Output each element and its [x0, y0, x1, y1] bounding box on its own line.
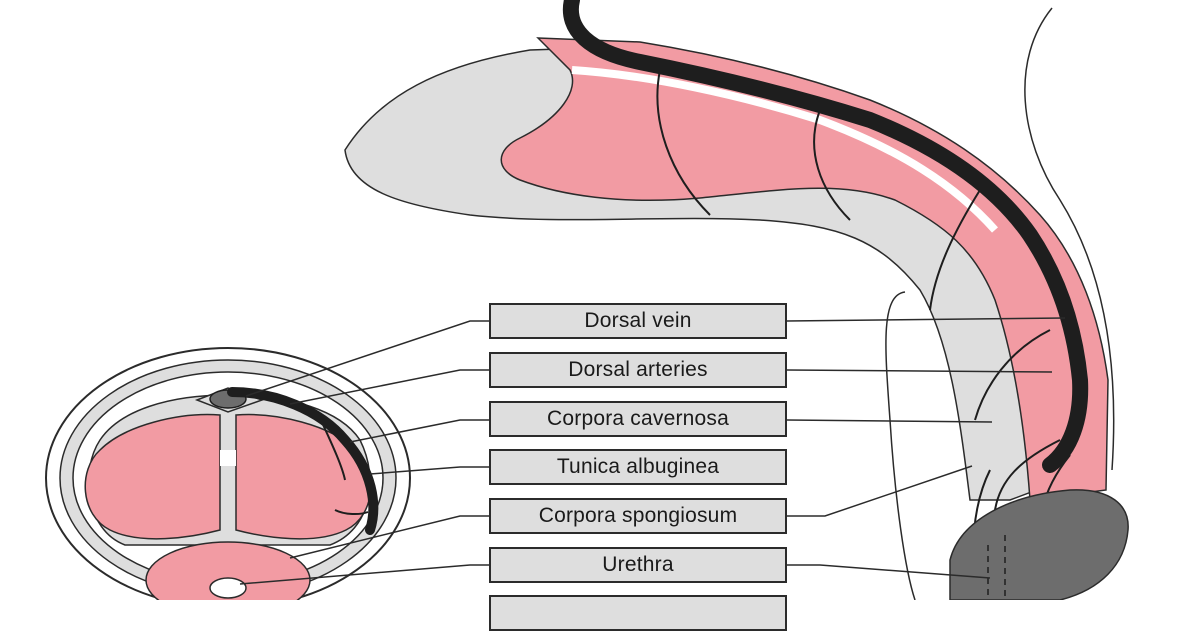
inner-band: [571, 66, 998, 233]
leader-corpora-cavernosa-right: [786, 419, 993, 423]
label-tunica-albuginea: Tunica albuginea: [489, 449, 787, 485]
leader-dorsal-arteries-right: [786, 369, 1053, 373]
leader-dorsal-vein-right: [786, 317, 1066, 322]
label-urethra: Urethra: [489, 547, 787, 583]
corpus-spongiosum-cross: [145, 541, 311, 600]
leader-spongiosum-left: [289, 515, 489, 559]
leader-urethra-right: [787, 564, 991, 579]
artery-branch-cross-2: [334, 509, 369, 516]
septum-gap: [220, 450, 236, 466]
scrotum-shape: [949, 489, 1129, 600]
dorsal-vein-longitudinal: [562, 0, 1089, 473]
body-outline: [1024, 7, 1115, 471]
dorsal-artery-cross: [227, 387, 379, 535]
leader-urethra-left: [239, 564, 489, 585]
artery-branch-cross-1: [319, 417, 346, 481]
leader-lines: [239, 317, 1066, 585]
longitudinal-view: [344, 0, 1129, 600]
label-dorsal-vein: Dorsal vein: [489, 303, 787, 339]
corpus-cavernosum-left: [84, 413, 221, 540]
leader-dorsal-arteries-left: [289, 369, 489, 405]
anatomy-diagram: [45, 0, 1129, 600]
shaft-loop-outline: [885, 291, 916, 600]
leader-spongiosum-right: [787, 465, 973, 517]
label-corpora-spongiosum: Corpora spongiosum: [489, 498, 787, 534]
urethra-cross: [209, 577, 247, 599]
label-corpora-cavernosa: Corpora cavernosa: [489, 401, 787, 437]
corpora-longitudinal: [500, 37, 1109, 501]
leader-tunica-left: [369, 466, 489, 475]
leader-corpora-cavernosa-left: [349, 419, 489, 443]
leader-dorsal-vein-left: [245, 320, 489, 397]
label-dorsal-arteries: Dorsal arteries: [489, 352, 787, 388]
cross-section-view: [45, 347, 411, 600]
label-partial: [489, 595, 787, 631]
